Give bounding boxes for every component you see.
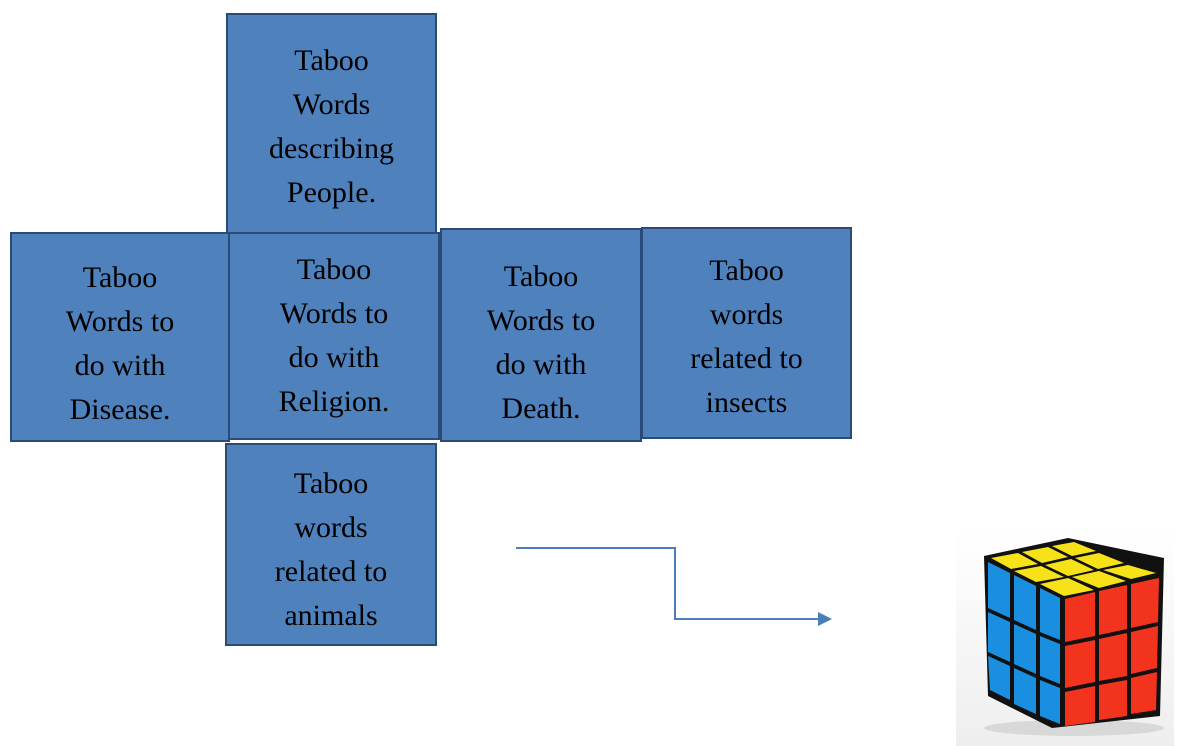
face-left-label: Taboo Words to do with Disease. xyxy=(65,261,175,426)
cube-face-right: Taboo Words to do with Death. xyxy=(440,228,642,442)
face-bottom-label: Taboo words related to animals xyxy=(274,467,388,632)
rubiks-cube-icon xyxy=(956,528,1174,746)
cube-face-far-right: Taboo words related to insects xyxy=(641,227,852,439)
face-right-label: Taboo Words to do with Death. xyxy=(486,260,596,425)
cube-face-center: Taboo Words to do with Religion. xyxy=(228,232,440,440)
cube-face-left: Taboo Words to do with Disease. xyxy=(10,232,230,442)
face-top-label: Taboo Words describing People. xyxy=(269,44,394,209)
face-center-label: Taboo Words to do with Religion. xyxy=(278,253,390,418)
cube-face-top: Taboo Words describing People. xyxy=(226,13,437,235)
cube-face-bottom: Taboo words related to animals xyxy=(225,443,437,646)
face-far-right-label: Taboo words related to insects xyxy=(690,254,803,419)
connector-line xyxy=(516,547,820,620)
arrowhead-icon xyxy=(818,612,832,626)
